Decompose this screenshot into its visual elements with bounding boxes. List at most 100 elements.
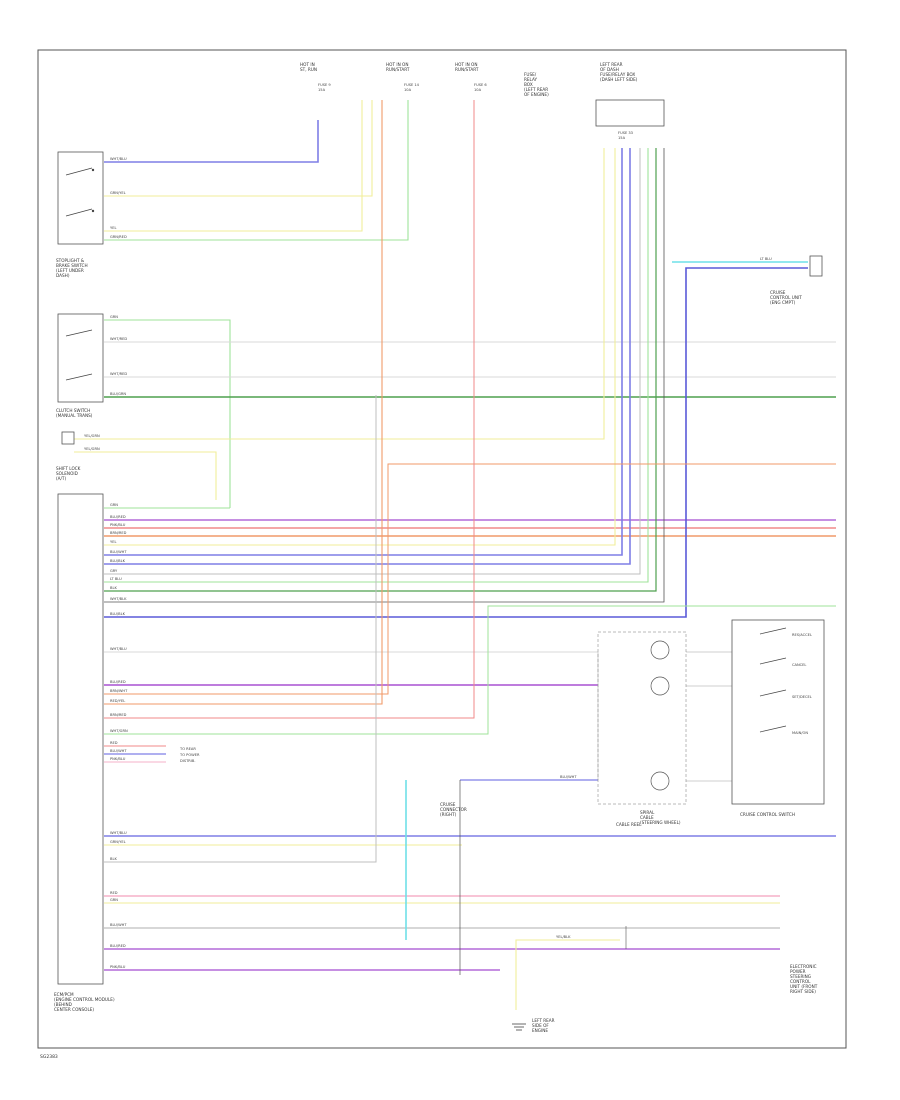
cruise-switch-contacts [759,627,787,733]
wire-17 [104,148,641,575]
wire-label-39: PNK/BLU [110,965,126,969]
stop-switch-label: STOPLIGHT & BRAKE SWITCH (LEFT UNDER DAS… [56,258,89,278]
wire-label-16: BLU/BLK [110,559,126,563]
wire-label-23: WHT/BLU [110,647,127,651]
pcm-label: ECM/PCM (ENGINE CONTROL MODULE) (BEHIND … [54,992,116,1012]
wire-label-15: BLU/WHT [110,550,127,554]
wire-label-37: BLU/WHT [110,923,127,927]
eps-unit-label: ELECTRONIC POWER STEERING CONTROL UNIT (… [790,964,819,994]
wire-label-3: GRN/RED [110,235,127,239]
wire-20 [104,148,665,603]
switch-pos-main-on: MAIN/ON [792,731,808,735]
wire-8 [74,148,605,440]
wire-label-13: BRN/RED [110,531,127,535]
switch-pos-cancel: CANCEL [792,663,806,667]
spiral-cable-label: SPIRAL CABLE (STEERING WHEEL) [640,810,681,825]
wire-15 [104,148,623,556]
wire-label-4: GRN [110,315,118,319]
wire-1 [104,100,373,197]
wire-label-36: GRN [110,898,118,902]
wire-3 [104,100,409,241]
cable-reel-label: CABLE REEL [616,822,642,827]
switch-pos-set-decel: SET/DECEL [792,695,812,699]
wire-label-20: WHT/BLK [110,597,127,601]
wire-label-6: WHT/RED [110,372,127,376]
fuse-junction-label: FUSE/ RELAY BOX (LEFT REAR OF ENGINE) [524,72,550,97]
ecm-pcm-block [57,493,104,985]
spiral-cable-symbols [597,631,687,805]
cruise-unit-label: CRUISE CONTROL UNIT (ENG CMPT) [770,290,803,305]
wire-label-22: LT BLU [760,257,772,261]
wire-21 [104,267,808,618]
wire-label-2: YEL [110,226,116,230]
wire-label-18: LT BLU [110,577,122,581]
wire-label-34: BLK [110,857,117,861]
wire-label-1: GRN/YEL [110,191,126,195]
cruise-control-switch-block [731,619,825,805]
wire-label-30: BLU/WHT [110,749,127,753]
wire-label-38: BLU/RED [110,944,126,948]
note-distrib: DISTRIB. [180,759,195,763]
ground-label: LEFT REAR SIDE OF ENGINE [532,1018,556,1033]
wire-label-5: WHT/RED [110,337,127,341]
cruise-switch-label: CRUISE CONTROL SWITCH [740,812,795,817]
shift-lock-label: SHIFT LOCK SOLENOID (A/T) [56,466,82,481]
wire-label-24: BLU/RED [110,680,126,684]
wire-4 [104,319,231,508]
wire-label-14: YEL [110,540,116,544]
wire-label-17: GRY [110,569,118,573]
wire-16 [104,148,631,565]
wire-41 [515,939,620,1010]
wire-label-0: WHT/BLU [110,157,127,161]
wire-label-26: RED/YEL [110,699,125,703]
wire-label-31: PNK/BLU [110,757,126,761]
wire-label-10: GRN [110,503,118,507]
diagram-frame [37,49,847,1049]
switch-pos-res-accel: RES/ACCEL [792,633,812,637]
wire-label-42: BLU/WHT [560,775,577,779]
wire-label-27: BRN/RED [110,713,127,717]
rear-fuse-box-block [595,99,665,127]
wire-label-7: BLU/GRN [110,392,126,396]
stop-switch [57,151,104,245]
wire-19 [104,148,657,592]
wire-label-19: BLK [110,586,117,590]
wire-label-9: YEL/GRN [84,447,100,451]
ground-symbol [512,1023,526,1031]
wire-label-8: YEL/GRN [84,434,100,438]
wire-26 [104,100,383,705]
wire-14 [104,148,616,546]
rear-fuse-box-label: LEFT REAR OF DASH FUSE/RELAY BOX (DASH L… [600,62,638,82]
cruise-connector-label: CRUISE CONNECTOR (RIGHT) [440,802,468,817]
wire-label-21: BLU/BLK [110,612,126,616]
wire-34 [104,395,377,863]
wire-28 [104,605,836,735]
wire-18 [104,148,649,583]
clutch-switch-label: CLUTCH SWITCH (MANUAL TRANS) [56,408,93,418]
wire-27 [104,100,475,719]
wire-label-25: BRN/WHT [110,689,128,693]
cruise-unit-block [809,255,823,277]
note-to-power: TO POWER [179,753,200,757]
clutch-switch [57,313,104,403]
wire-25 [104,463,836,695]
wire-2 [104,100,363,232]
note-to-rear: TO REAR [179,747,196,751]
wire-label-33: GRN/YEL [110,840,126,844]
wire-label-35: RED [110,891,118,895]
wires: WHT/BLU GRN/YEL YEL GRN/RED GRN WHT/RED WHT/RE… [74,100,836,1010]
wire-0 [104,120,319,163]
wire-9 [74,451,217,500]
wire-label-29: RED [110,741,118,745]
wire-label-32: WHT/BLU [110,831,127,835]
shift-lock-solenoid [61,431,75,445]
wire-label-12: PNK/BLU [110,523,126,527]
